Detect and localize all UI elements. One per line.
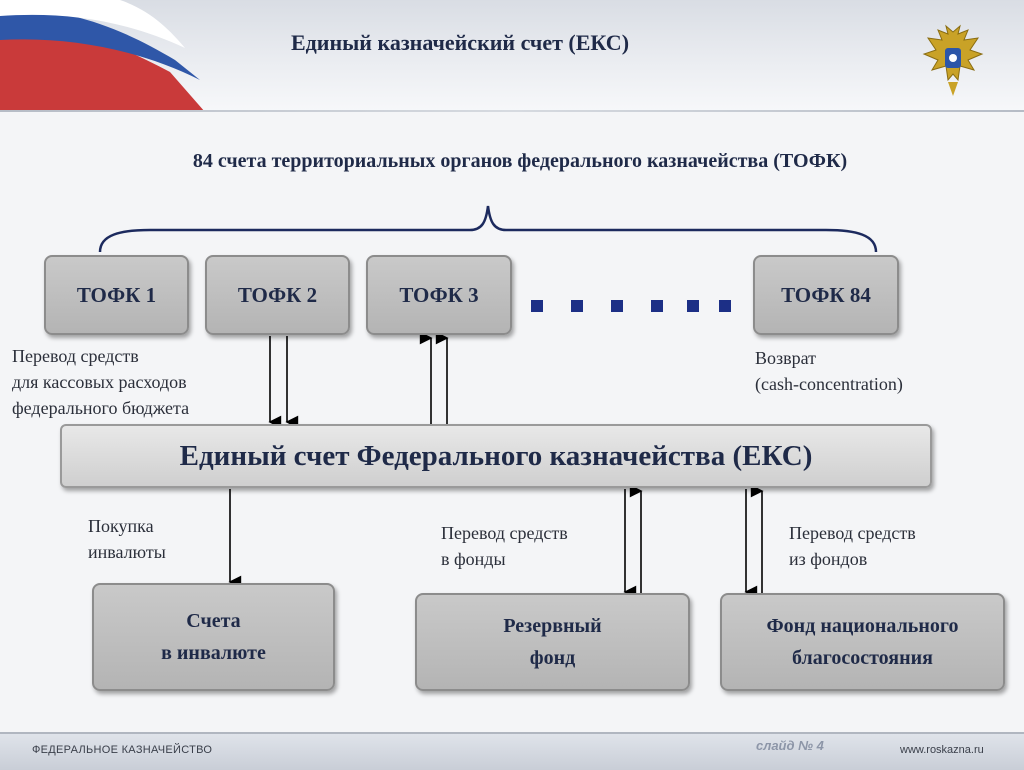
note-return: Возврат (cash-concentration) xyxy=(755,348,903,394)
subtitle: 84 счета территориальных органов федерал… xyxy=(192,150,848,172)
tofk-box-84: ТОФК 84 xyxy=(753,255,899,335)
tofk-box-3: ТОФК 3 xyxy=(366,255,512,335)
ellipsis-dot xyxy=(531,300,543,312)
slide-number: слайд № 4 xyxy=(756,738,824,753)
ellipsis-dot xyxy=(687,300,699,312)
header-divider xyxy=(0,110,1024,112)
note-to-funds: Перевод средств в фонды xyxy=(441,523,568,569)
ellipsis-dot xyxy=(651,300,663,312)
reserve-fund-box: Резервный фонд xyxy=(415,593,690,691)
double-headed-eagle-emblem-icon xyxy=(922,24,984,96)
note-transfer-expenses: Перевод средств для кассовых расходов фе… xyxy=(12,346,190,418)
welfare-fund-box: Фонд национального благосостояния xyxy=(720,593,1005,691)
ellipsis-dot xyxy=(611,300,623,312)
tofk-box-2: ТОФК 2 xyxy=(205,255,350,335)
note-currency-purchase: Покупка инвалюты xyxy=(88,516,166,562)
footer-bar xyxy=(0,732,1024,770)
footer-organization: ФЕДЕРАЛЬНОЕ КАЗНАЧЕЙСТВО xyxy=(32,744,213,756)
footer-website-link[interactable]: www.roskazna.ru xyxy=(900,744,984,756)
slide-title: Единый казначейский счет (ЕКС) xyxy=(290,30,630,55)
grouping-brace xyxy=(98,205,878,253)
eks-box: Единый счет Федерального казначейства (Е… xyxy=(60,424,932,488)
currency-accounts-box: Счета в инвалюте xyxy=(92,583,335,691)
russian-flag-graphic xyxy=(0,0,205,112)
tofk-box-1: ТОФК 1 xyxy=(44,255,189,335)
ellipsis-dot xyxy=(571,300,583,312)
note-from-funds: Перевод средств из фондов xyxy=(789,523,916,569)
ellipsis-dot xyxy=(719,300,731,312)
